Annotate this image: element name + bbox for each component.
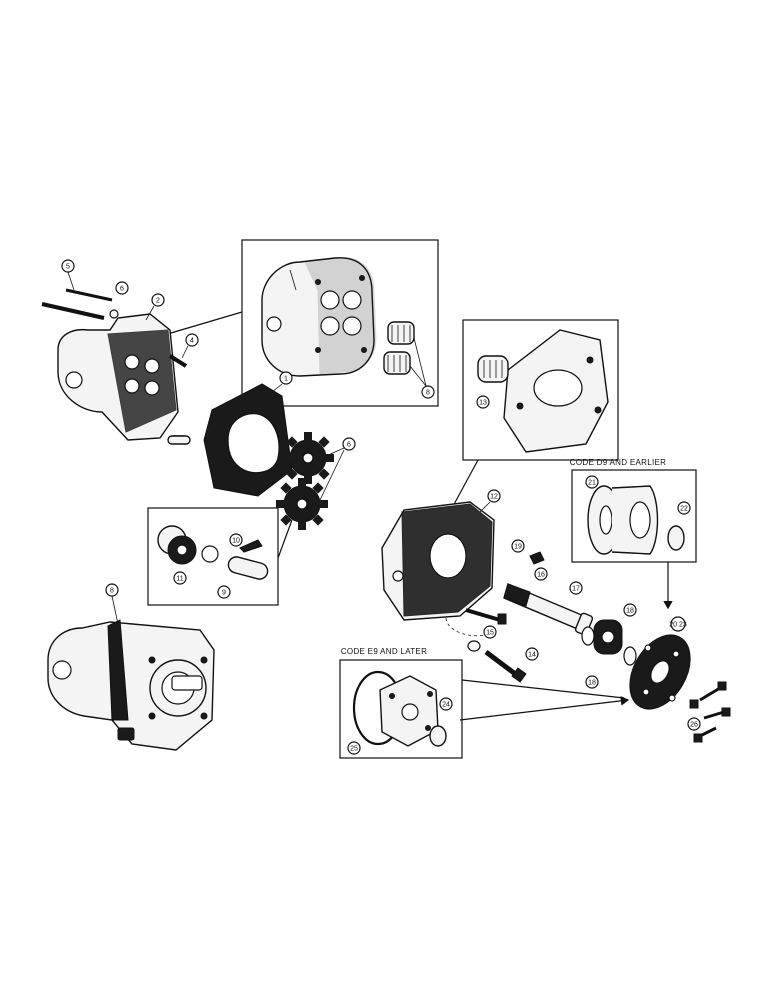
bolt-long	[484, 650, 527, 683]
code-d9-label: CODE D9 AND EARLIER	[570, 458, 666, 467]
inset-pointer-code-e9	[459, 696, 630, 721]
callout-21: 21	[588, 480, 596, 487]
callout-2: 2	[156, 298, 160, 305]
inset-pointer-code-e9-upper	[461, 679, 625, 699]
inset-pointer-gear	[277, 519, 293, 559]
code-e9-drawing	[352, 670, 447, 747]
callout-25: 25	[350, 746, 358, 753]
callout-5: 5	[66, 264, 70, 271]
flange-bearing-detail-drawing	[477, 329, 609, 453]
seal-ring	[467, 640, 481, 652]
inset-housing-detail	[241, 239, 439, 407]
callout-10: 10	[232, 538, 240, 545]
flange-housing	[381, 501, 495, 621]
code-e9-label: CODE E9 AND LATER	[341, 647, 427, 656]
callout-14: 14	[528, 652, 536, 659]
shaft-key	[529, 551, 545, 565]
inset-pointer-flange	[451, 459, 479, 509]
callout-18-lower: 18	[588, 680, 596, 687]
callout-15: 15	[486, 630, 494, 637]
callout-26: 26	[690, 722, 698, 729]
shaft-bearing	[581, 619, 637, 666]
callout-11: 11	[176, 576, 183, 583]
callout-6: 6	[120, 286, 124, 293]
end-cover	[629, 634, 691, 710]
callout-19: 19	[514, 544, 522, 551]
inset-flange-bearing-detail	[462, 319, 619, 461]
callout-12: 12	[490, 494, 498, 501]
pump-cover	[57, 313, 179, 441]
callout-20-23: 20 23	[669, 622, 687, 629]
inset-code-d9	[571, 469, 697, 563]
drive-gear-upper	[282, 432, 334, 484]
callout-9: 9	[222, 590, 226, 597]
gear-shaft-detail-drawing	[157, 525, 269, 580]
callout-1: 1	[284, 376, 288, 383]
callout-4: 4	[190, 338, 194, 345]
cap-screws	[689, 681, 731, 743]
callout-24: 24	[442, 702, 450, 709]
needle-bearings-pair	[383, 321, 427, 387]
gear-body-plate	[203, 383, 293, 497]
driven-gear-lower	[276, 478, 328, 530]
callout-17: 17	[572, 586, 580, 593]
inset-code-e9	[339, 659, 463, 759]
bolt-short	[465, 608, 507, 625]
callout-22: 22	[680, 506, 688, 513]
callout-13: 13	[479, 400, 487, 407]
callout-8-lower: 8	[110, 588, 114, 595]
callout-8-upper: 8	[426, 390, 430, 397]
housing-detail-drawing	[261, 257, 377, 377]
code-d9-drawing	[587, 485, 685, 555]
callout-16: 16	[537, 572, 545, 579]
callout-6-gears: 6	[347, 442, 351, 449]
callout-18-upper: 18	[626, 608, 634, 615]
assembled-pump	[47, 619, 215, 751]
dowel-pin	[167, 435, 191, 445]
